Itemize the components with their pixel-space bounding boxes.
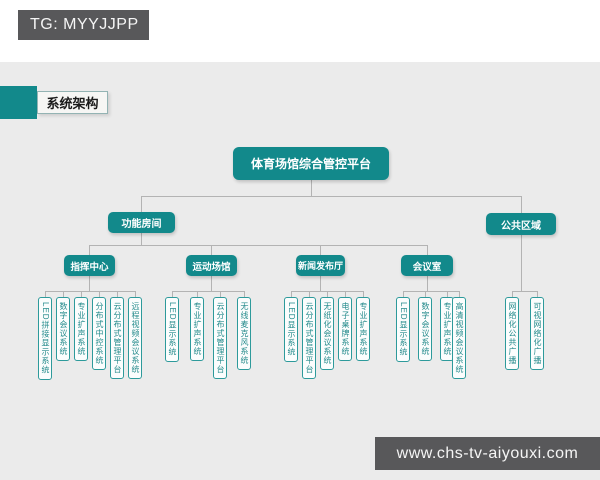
connector-line — [220, 291, 221, 297]
node-command-center: 指挥中心 — [64, 255, 115, 276]
connector-line — [345, 291, 346, 297]
connector-line — [211, 276, 212, 291]
connector-line — [172, 291, 244, 292]
connector-line — [309, 291, 310, 297]
section-title: 系统架构 — [46, 96, 99, 111]
node-press-hall: 新闻发布厅 — [296, 255, 345, 276]
leaf-system-box: LED显示系统 — [165, 297, 179, 362]
watermark-url-text: www.chs-tv-aiyouxi.com — [396, 444, 579, 462]
connector-line — [327, 291, 328, 297]
connector-line — [45, 291, 135, 292]
connector-line — [403, 291, 459, 292]
leaf-system-box: 电子桌牌系统 — [338, 297, 352, 361]
connector-line — [521, 235, 522, 291]
connector-line — [537, 291, 538, 297]
watermark-url-bar: www.chs-tv-aiyouxi.com — [375, 437, 600, 470]
connector-line — [141, 196, 142, 212]
connector-line — [427, 276, 428, 291]
connector-line — [89, 245, 427, 246]
connector-line — [117, 291, 118, 297]
connector-line — [403, 291, 404, 297]
connector-line — [141, 196, 521, 197]
connector-line — [89, 245, 90, 255]
leaf-system-box: LED显示系统 — [284, 297, 298, 362]
section-title-box: 系统架构 — [37, 91, 108, 114]
connector-line — [311, 180, 312, 196]
connector-line — [211, 245, 212, 255]
connector-line — [244, 291, 245, 297]
node-functional-rooms: 功能房间 — [108, 212, 175, 233]
connector-line — [291, 291, 292, 297]
leaf-system-box: 无线麦克风系统 — [237, 297, 251, 370]
leaf-system-box: 高清视频会议系统 — [452, 297, 466, 379]
connector-line — [63, 291, 64, 297]
node-meeting-room: 会议室 — [401, 255, 453, 276]
connector-line — [459, 291, 460, 297]
connector-line — [521, 196, 522, 213]
leaf-system-box: 数字会议系统 — [418, 297, 432, 361]
org-root-node: 体育场馆综合管控平台 — [233, 147, 389, 180]
leaf-system-box: 网络化公共广播 — [505, 297, 519, 370]
node-sports-venue: 运动场馆 — [186, 255, 237, 276]
connector-line — [320, 245, 321, 255]
connector-line — [99, 291, 100, 297]
leaf-system-box: 专业扩声系统 — [74, 297, 88, 361]
leaf-system-box: 数字会议系统 — [56, 297, 70, 361]
connector-line — [425, 291, 426, 297]
leaf-system-box: 远程视频会议系统 — [128, 297, 142, 379]
connector-line — [81, 291, 82, 297]
leaf-system-box: 专业扩声系统 — [356, 297, 370, 361]
connector-line — [89, 276, 90, 291]
leaf-system-box: 专业扩声系统 — [190, 297, 204, 361]
connector-line — [197, 291, 198, 297]
connector-line — [363, 291, 364, 297]
leaf-system-box: LED拼接显示系统 — [38, 297, 52, 380]
connector-line — [320, 276, 321, 291]
connector-line — [447, 291, 448, 297]
node-public-area: 公共区域 — [486, 213, 556, 235]
connector-line — [427, 245, 428, 255]
connector-line — [512, 291, 513, 297]
leaf-system-box: LED显示系统 — [396, 297, 410, 362]
leaf-system-box: 可视网络化广播 — [530, 297, 544, 370]
leaf-system-box: 云分布式管理平台 — [110, 297, 124, 379]
connector-line — [141, 233, 142, 245]
leaf-system-box: 云分布式管理平台 — [213, 297, 227, 379]
section-accent-block — [0, 86, 37, 119]
watermark-top-bar: TG: MYYJJPP — [18, 10, 149, 40]
leaf-system-box: 云分布式管理平台 — [302, 297, 316, 379]
leaf-system-box: 分布式中控系统 — [92, 297, 106, 370]
watermark-top-text: TG: MYYJJPP — [30, 16, 139, 33]
connector-line — [135, 291, 136, 297]
connector-line — [512, 291, 537, 292]
leaf-system-box: 无纸化会议系统 — [320, 297, 334, 370]
connector-line — [45, 291, 46, 297]
connector-line — [172, 291, 173, 297]
